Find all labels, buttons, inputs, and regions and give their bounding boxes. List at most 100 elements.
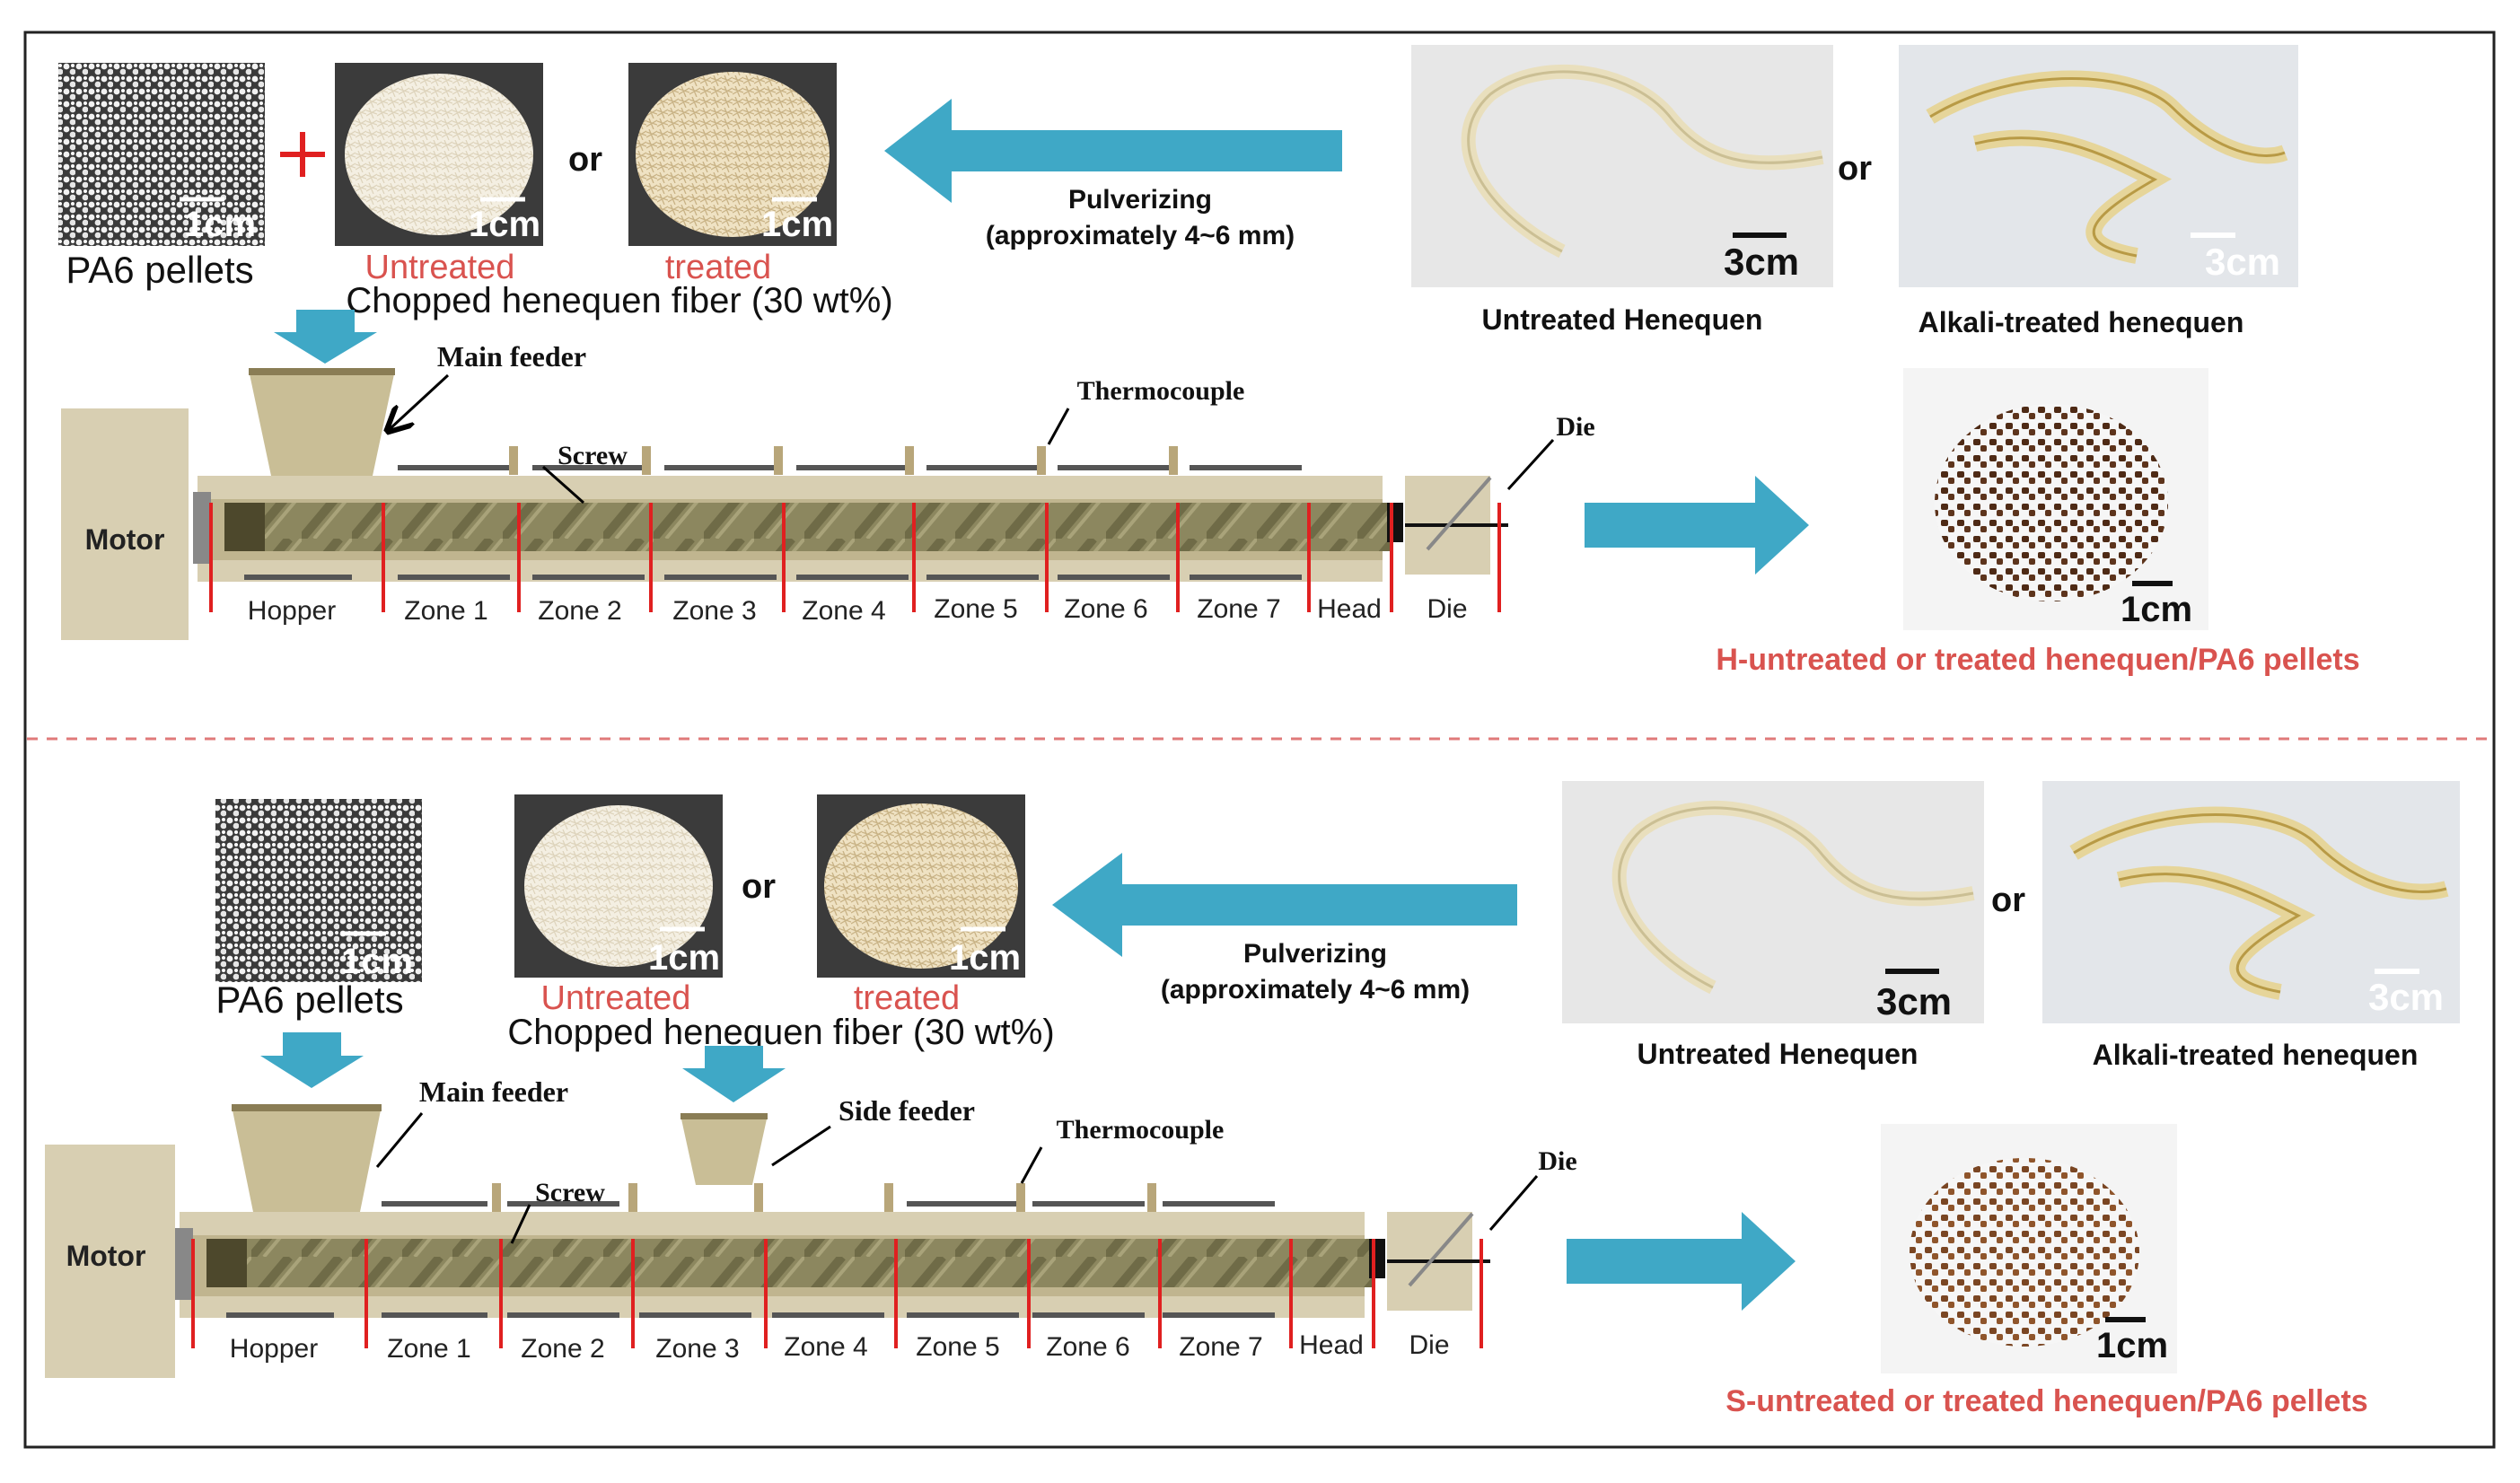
top-pa6-scale: 1cm xyxy=(184,205,256,244)
top-or-raw: or xyxy=(1838,150,1872,188)
bottom-main-feed-arrow xyxy=(260,1032,364,1088)
top-zone-6: Zone 6 xyxy=(1064,594,1147,624)
top-zone-hopper: Hopper xyxy=(248,596,336,626)
bottom-side-feeder-hopper xyxy=(680,1115,768,1185)
top-pulverizing: Pulverizing xyxy=(1068,185,1212,215)
bottom-raw-alkali-photo: 3cm xyxy=(2042,781,2460,1023)
bottom-main-feeder-pointer xyxy=(375,1112,424,1168)
bottom-pa6-label: PA6 pellets xyxy=(215,978,403,1021)
top-thermocouple-pointer xyxy=(1047,408,1070,445)
top-untreated-label: Untreated xyxy=(365,249,515,286)
top-thermocouple-label: Thermocouple xyxy=(1077,376,1245,406)
bottom-thermocouple-label: Thermocouple xyxy=(1057,1115,1225,1145)
bottom-side-feed-arrow xyxy=(682,1046,786,1102)
bottom-product-arrow xyxy=(1567,1212,1796,1311)
top-motor-label: Motor xyxy=(85,523,165,556)
bottom-zone-2: Zone 2 xyxy=(521,1334,604,1364)
top-or-fiber: or xyxy=(568,141,602,179)
top-raw-alkali-scale: 3cm xyxy=(2205,241,2280,283)
bottom-side-feeder-label: Side feeder xyxy=(839,1094,975,1127)
bottom-zone-5: Zone 5 xyxy=(916,1332,999,1362)
top-untreated-scale: 1cm xyxy=(469,205,540,244)
top-pulverizing-arrow xyxy=(884,99,1342,203)
bottom-zone-4: Zone 4 xyxy=(784,1332,867,1362)
top-zone-2: Zone 2 xyxy=(538,596,621,626)
bottom-pa6-scale: 1cm xyxy=(341,942,413,981)
bottom-raw-alkali-scale: 3cm xyxy=(2368,976,2444,1018)
top-untreated-fiber-photo: 1cm xyxy=(335,63,543,246)
bottom-raw-untreated-scale: 3cm xyxy=(1876,980,1952,1022)
bottom-zone-1: Zone 1 xyxy=(387,1334,470,1364)
bottom-zone-6: Zone 6 xyxy=(1046,1332,1129,1362)
bottom-pa6-photo: 1cm xyxy=(215,799,422,982)
bottom-product-photo: 1cm xyxy=(1881,1124,2177,1373)
top-extruder: Motor Main feeder xyxy=(61,340,1595,640)
bottom-or-fiber: or xyxy=(742,868,776,906)
bottom-alkali-label: Alkali-treated henequen xyxy=(2093,1039,2419,1071)
bottom-pulverizing-range: (approximately 4~6 mm) xyxy=(1161,975,1470,1005)
top-panel: 1cm PA6 pellets 1cm Untreated or 1cm tre… xyxy=(58,45,2360,677)
top-raw-alkali-photo: 3cm xyxy=(1899,45,2298,287)
top-main-feeder-hopper xyxy=(249,370,395,476)
top-zone-3: Zone 3 xyxy=(672,596,756,626)
top-product-arrow xyxy=(1585,476,1809,575)
plus-icon xyxy=(280,132,325,177)
bottom-pulverizing-arrow xyxy=(1052,853,1517,957)
top-zone-5: Zone 5 xyxy=(934,594,1017,624)
top-pulverizing-range: (approximately 4~6 mm) xyxy=(986,221,1295,250)
top-treated-scale: 1cm xyxy=(761,205,833,244)
top-feed-down-arrow xyxy=(274,310,377,364)
top-zone-4: Zone 4 xyxy=(802,596,885,626)
bottom-untreated-label: Untreated xyxy=(541,979,691,1017)
bottom-treated-label: treated xyxy=(854,979,960,1017)
top-raw-untreated-photo: 3cm xyxy=(1411,45,1833,287)
bottom-treated-scale: 1cm xyxy=(949,938,1021,978)
bottom-die-callout: Die xyxy=(1538,1146,1576,1176)
top-main-feeder-label: Main feeder xyxy=(437,340,586,373)
top-screw-flight xyxy=(224,503,1392,551)
top-motor-block xyxy=(61,408,189,640)
top-raw-untreated-scale: 3cm xyxy=(1724,241,1799,283)
bottom-main-feeder-hopper xyxy=(232,1106,382,1216)
top-alkali-label: Alkali-treated henequen xyxy=(1919,306,2244,338)
figure-border xyxy=(23,31,2496,1449)
bottom-zone-hopper: Hopper xyxy=(230,1334,318,1364)
top-pa6-label: PA6 pellets xyxy=(66,249,253,291)
bottom-untreated-raw-label: Untreated Henequen xyxy=(1638,1038,1919,1070)
bottom-pulverizing: Pulverizing xyxy=(1243,939,1387,969)
bottom-zone-3: Zone 3 xyxy=(655,1334,739,1364)
bottom-screw-label: Screw xyxy=(535,1178,605,1207)
top-die-callout: Die xyxy=(1556,412,1594,442)
bottom-thermocouple-pointer xyxy=(1020,1146,1043,1184)
top-zone-head: Head xyxy=(1317,594,1382,624)
top-zone-7: Zone 7 xyxy=(1197,594,1280,624)
top-die-pointer xyxy=(1506,438,1555,491)
bottom-raw-untreated-photo: 3cm xyxy=(1562,781,1984,1023)
bottom-motor-block xyxy=(45,1145,175,1378)
top-chopped-label: Chopped henequen fiber (30 wt%) xyxy=(346,281,892,320)
top-product-scale: 1cm xyxy=(2120,590,2192,629)
top-pa6-photo: 1cm xyxy=(58,63,265,246)
bottom-side-feeder-pointer xyxy=(771,1125,831,1167)
bottom-screw-flight xyxy=(206,1239,1374,1287)
bottom-product-scale: 1cm xyxy=(2096,1326,2168,1365)
bottom-or-raw: or xyxy=(1991,882,2025,919)
top-treated-fiber-photo: 1cm xyxy=(628,63,837,246)
bottom-die-pointer xyxy=(1488,1175,1539,1231)
top-product-label: H-untreated or treated henequen/PA6 pell… xyxy=(1716,643,2359,677)
bottom-untreated-scale: 1cm xyxy=(648,938,720,978)
bottom-chopped-label: Chopped henequen fiber (30 wt%) xyxy=(507,1013,1054,1052)
top-product-photo: 1cm xyxy=(1903,368,2208,630)
top-zone-1: Zone 1 xyxy=(404,596,487,626)
top-untreated-raw-label: Untreated Henequen xyxy=(1482,303,1763,336)
top-zone-die: Die xyxy=(1427,594,1467,624)
top-screw-label: Screw xyxy=(558,441,628,470)
top-screw-pointer xyxy=(542,465,584,505)
bottom-zone-head: Head xyxy=(1299,1330,1364,1360)
bottom-panel: 1cm PA6 pellets 1cm Untreated or 1cm tre… xyxy=(45,781,2460,1418)
bottom-zone-die: Die xyxy=(1409,1330,1449,1360)
bottom-untreated-fiber-photo: 1cm xyxy=(514,794,723,978)
bottom-zone-7: Zone 7 xyxy=(1179,1332,1262,1362)
